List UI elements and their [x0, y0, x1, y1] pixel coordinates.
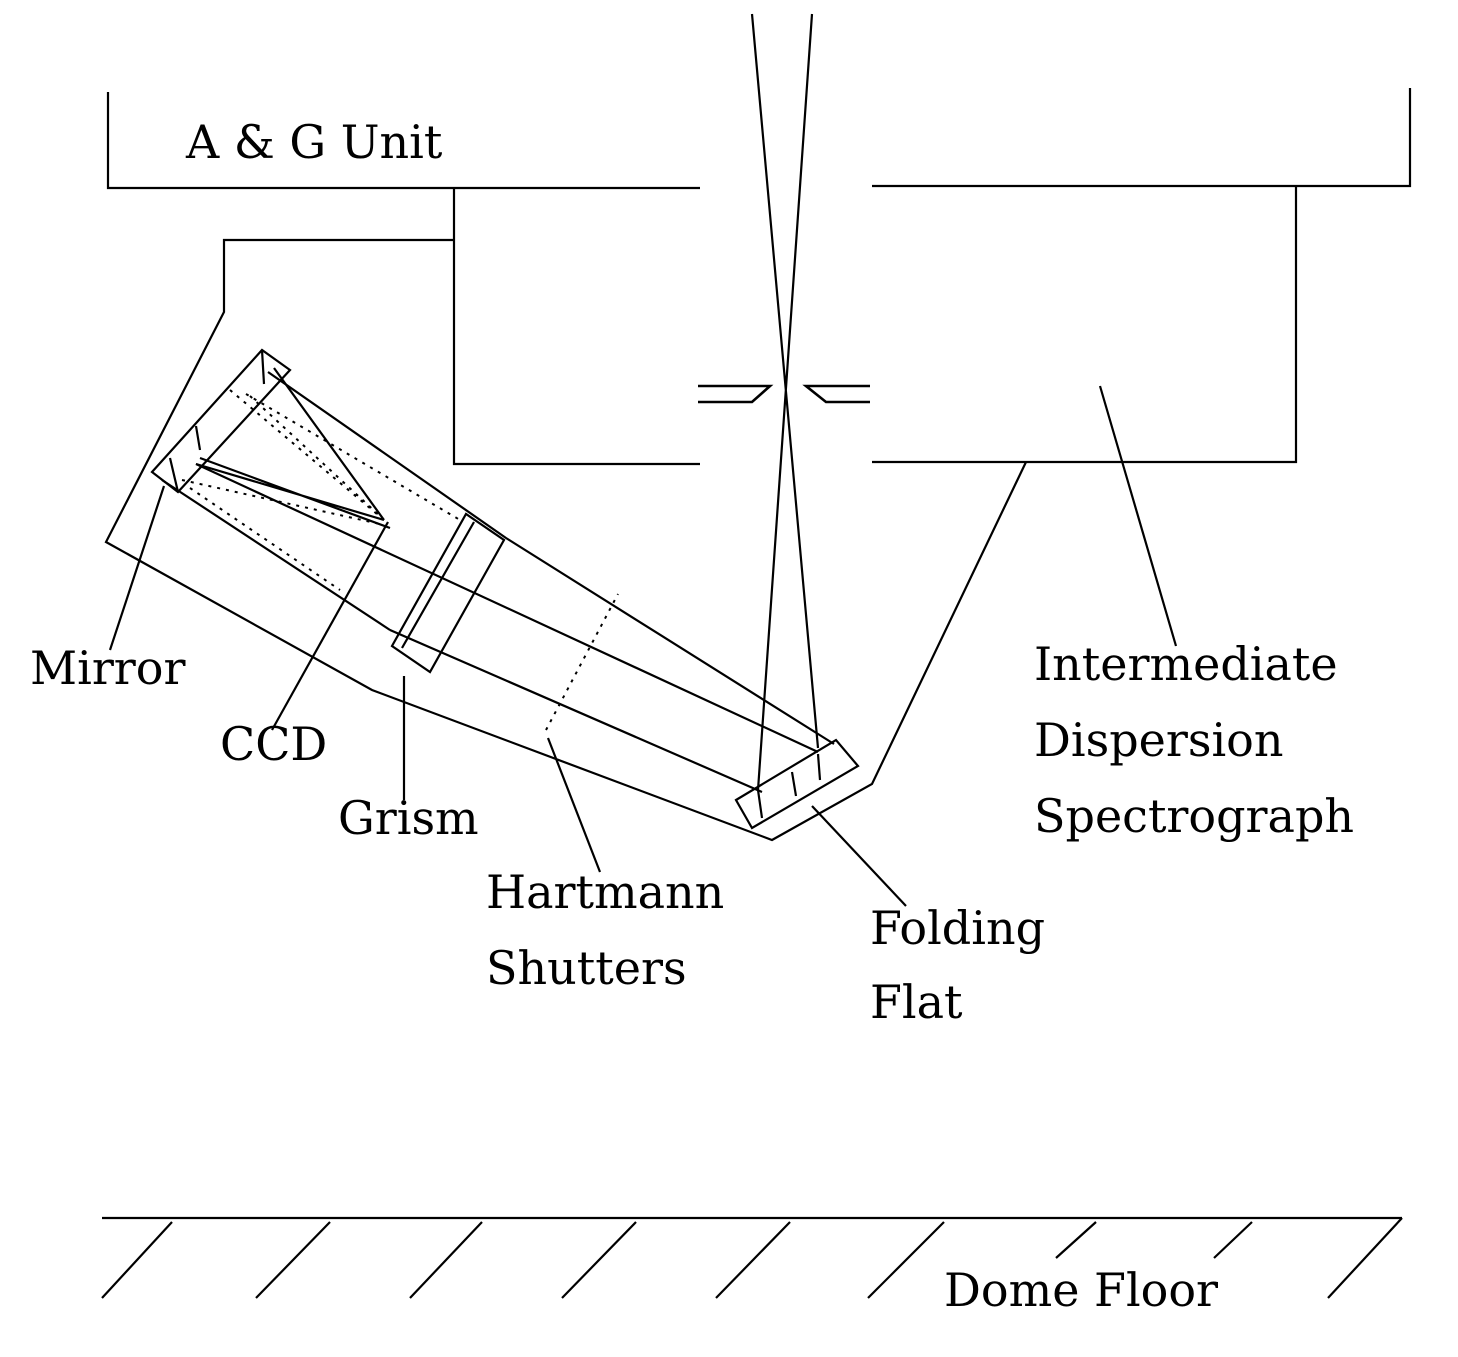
- label-folding-1: Folding: [870, 901, 1045, 955]
- spectrograph-housing: [104, 238, 1027, 842]
- label-ids-3: Spectrograph: [1034, 789, 1354, 843]
- camera-mirror: [150, 348, 292, 494]
- label-ag-unit: A & G Unit: [185, 115, 443, 169]
- leader-mirror: [108, 485, 166, 651]
- collimator-beam: [161, 371, 835, 794]
- label-ccd: CCD: [220, 717, 327, 771]
- label-hartmann-2: Shutters: [486, 941, 687, 995]
- label-ids-1: Intermediate: [1034, 637, 1338, 691]
- label-hartmann-1: Hartmann: [486, 865, 724, 919]
- folding-flat: [734, 738, 860, 830]
- slit-jaw-right: [802, 384, 870, 404]
- ag-unit-outline: [106, 88, 1412, 190]
- camera-rays: [195, 367, 391, 530]
- leader-hartmann: [546, 737, 602, 873]
- dome-floor-hatching: [101, 1217, 1403, 1299]
- label-dome-floor: Dome Floor: [944, 1263, 1218, 1317]
- label-mirror: Mirror: [30, 641, 185, 695]
- telescope-beam: [750, 13, 820, 791]
- grism-element: [390, 512, 506, 674]
- leader-ccd: [271, 521, 389, 731]
- leader-folding-flat: [811, 805, 907, 907]
- ag-lower-block-left: [452, 188, 700, 466]
- ag-lower-block-right: [872, 186, 1298, 464]
- leader-ids: [1098, 385, 1178, 647]
- label-ids-2: Dispersion: [1034, 713, 1284, 767]
- camera-rays-dotted: [181, 389, 461, 591]
- label-folding-2: Flat: [870, 975, 963, 1029]
- label-grism: Grism: [338, 791, 479, 845]
- hartmann-shutters: [545, 593, 619, 731]
- slit-jaw-left: [698, 384, 774, 404]
